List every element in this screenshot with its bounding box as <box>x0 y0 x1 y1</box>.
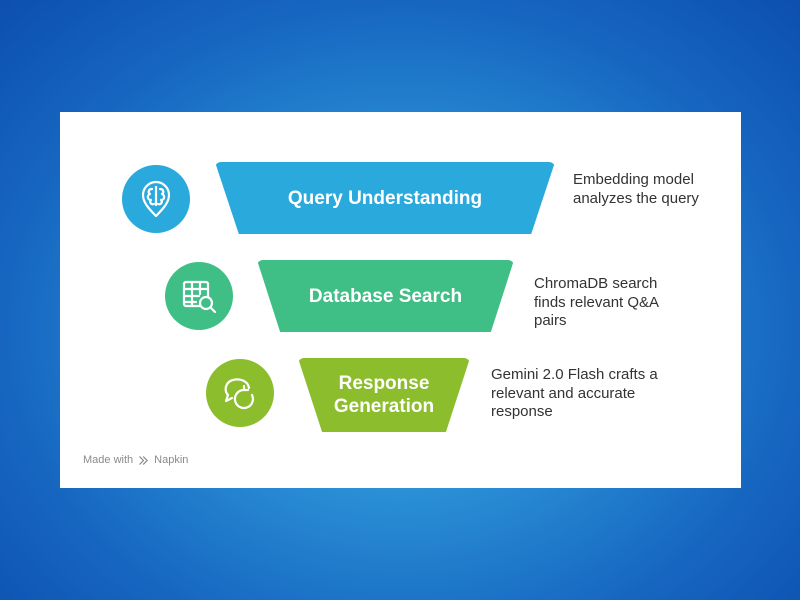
step-2-description: ChromaDB search finds relevant Q&A pairs <box>534 275 659 329</box>
chat-refresh-icon <box>224 378 255 410</box>
step-2-icon-circle <box>165 262 233 330</box>
step-3-icon-circle <box>206 359 274 427</box>
step-3-band: Response Generation <box>298 358 470 432</box>
napkin-credit: Made with Napkin <box>83 454 188 466</box>
table-search-icon <box>182 280 217 314</box>
napkin-logo-icon <box>139 455 149 465</box>
step-1-icon-circle <box>122 165 190 233</box>
step-1-label: Query Understanding <box>287 187 483 209</box>
footer-brand: Napkin <box>154 454 189 466</box>
brain-location-icon <box>141 180 171 218</box>
footer-prefix: Made with <box>83 454 134 466</box>
step-1-description: Embedding model analyzes the query <box>573 171 699 207</box>
step-3-label-line-1: Response <box>338 373 430 394</box>
step-2-band: Database Search <box>257 260 514 332</box>
step-1-band: Query Understanding <box>215 162 555 234</box>
step-3-description: Gemini 2.0 Flash crafts a relevant and a… <box>491 366 658 420</box>
step-3-label-line-2: Generation <box>333 396 435 417</box>
step-2-label: Database Search <box>308 285 463 307</box>
diagram-card: Query Understanding Embedding model anal… <box>60 112 741 488</box>
